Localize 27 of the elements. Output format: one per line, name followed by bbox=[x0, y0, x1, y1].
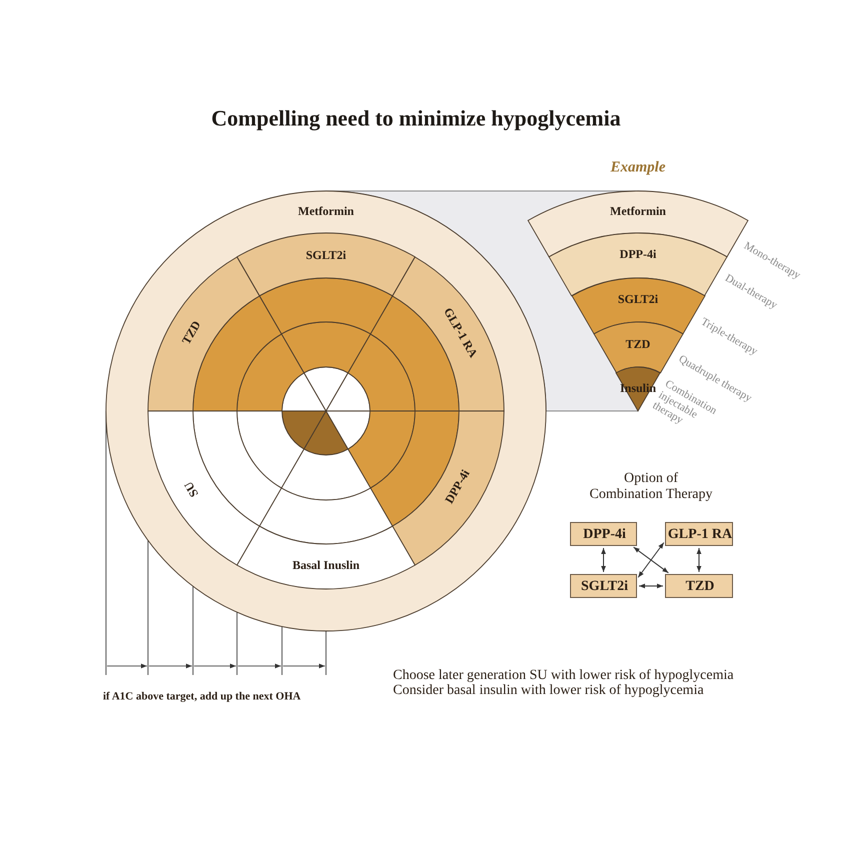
therapy-box bbox=[665, 574, 733, 598]
band-label: TZD bbox=[626, 338, 650, 352]
band-label: Metformin bbox=[610, 205, 666, 219]
footnote: if A1C above target, add up the next OHA bbox=[103, 690, 301, 704]
section-heading: Option of Combination Therapy bbox=[588, 470, 714, 504]
slice-label: SU bbox=[182, 478, 202, 499]
therapy-box bbox=[570, 522, 637, 546]
double-arrow bbox=[601, 548, 606, 572]
slice-label: SGLT2i bbox=[306, 249, 346, 263]
example-heading: Example bbox=[610, 159, 666, 177]
band-label: SGLT2i bbox=[618, 293, 658, 307]
band-label: DPP-4i bbox=[620, 248, 656, 262]
therapy-box bbox=[570, 574, 637, 598]
double-arrow bbox=[638, 542, 664, 578]
ring-label: Metformin bbox=[298, 205, 354, 219]
note-text: Consider basal insulin with lower risk of hypoglycemia bbox=[393, 682, 704, 700]
double-arrow bbox=[633, 546, 669, 574]
slice-label: Basal Inuslin bbox=[292, 559, 360, 573]
double-arrow bbox=[638, 584, 664, 588]
box-label: GLP-1 RA bbox=[668, 526, 732, 544]
double-arrow bbox=[696, 548, 702, 572]
note-text: Choose later generation SU with lower risk of hypoglycemia bbox=[393, 668, 734, 684]
title: Compelling need to minimize hypoglycemia bbox=[211, 105, 621, 131]
box-label: DPP-4i bbox=[583, 526, 626, 544]
box-label: SGLT2i bbox=[581, 578, 628, 596]
box-label: TZD bbox=[686, 578, 714, 596]
therapy-box bbox=[665, 522, 733, 546]
